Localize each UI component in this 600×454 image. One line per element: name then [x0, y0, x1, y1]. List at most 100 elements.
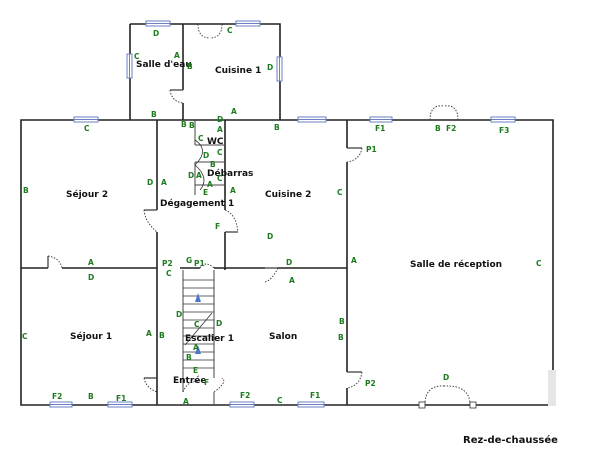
wall-label: P2	[365, 379, 376, 388]
wall-label: A	[230, 186, 236, 195]
wall-label: A	[289, 276, 295, 285]
wall-label: C	[227, 26, 233, 35]
wall-label: D	[88, 273, 94, 282]
doors	[47, 23, 471, 406]
walls	[20, 23, 554, 406]
room-salle-reception: Salle de réception	[410, 259, 502, 270]
wall-label: C	[84, 124, 90, 133]
door-sde	[169, 89, 184, 104]
room-cuisine2: Cuisine 2	[265, 190, 311, 200]
wall-label: D	[217, 115, 223, 124]
window-sde-left	[126, 53, 133, 79]
wall-label: C	[217, 148, 223, 157]
room-entree: Entrée	[173, 375, 207, 386]
wall-label: A	[207, 180, 213, 189]
wall-label: C	[198, 134, 204, 143]
window-cuisine1-top	[235, 20, 261, 27]
wall-label: D	[267, 63, 273, 72]
wall-label: A	[174, 51, 180, 60]
wall-label: B	[151, 110, 157, 119]
window-sde-top	[145, 20, 171, 27]
room-salon: Salon	[269, 332, 297, 342]
wall-label: D	[443, 373, 449, 382]
door-reception-f2	[429, 105, 459, 121]
wall-label: A	[231, 107, 237, 116]
wall-label: P1	[366, 145, 377, 154]
reception-markers	[418, 370, 556, 409]
window-sejour1-f2	[49, 401, 73, 408]
wall-label: F1	[375, 124, 385, 133]
wall-label: B	[435, 124, 441, 133]
wall-labels: D C A B B C D A B B D A C C D B D A C A …	[22, 26, 542, 406]
door-salon	[264, 267, 279, 283]
wall-label: F2	[446, 124, 456, 133]
window-sejour1-f1	[107, 401, 133, 408]
wall-label: C	[337, 188, 343, 197]
staircase	[183, 139, 214, 369]
window-salon-f2	[229, 401, 255, 408]
window-reception-f3	[490, 116, 516, 123]
wall-label: D	[216, 319, 222, 328]
wall-label: B	[189, 121, 195, 130]
wall-label: B	[23, 186, 29, 195]
room-sejour2: Séjour 2	[66, 189, 108, 200]
wall-label: C	[194, 320, 200, 329]
wall-label: A	[196, 171, 202, 180]
wall-label: A	[351, 256, 357, 265]
wall-label: F	[204, 378, 209, 387]
door-stair	[199, 263, 215, 269]
wall-label: D	[153, 29, 159, 38]
wall-label: F2	[52, 392, 62, 401]
wall-label: F	[215, 222, 220, 231]
wall-label: E	[193, 366, 198, 375]
wall-label: F3	[499, 126, 509, 135]
wall-label: A	[146, 329, 152, 338]
wall-label: D	[188, 171, 194, 180]
wall-label: C	[134, 52, 140, 61]
wall-label: A	[217, 125, 223, 134]
window-cuisine1-right	[276, 56, 283, 82]
room-salle-deau: Salle d'eau	[136, 60, 192, 70]
wall-label: B	[210, 160, 216, 169]
wall-label: B	[274, 123, 280, 132]
window-sejour2-top	[73, 116, 99, 123]
room-cuisine1: Cuisine 1	[215, 66, 261, 76]
wall-label: D	[203, 151, 209, 160]
door-sejour1	[143, 377, 158, 393]
wall-label: A	[183, 397, 189, 406]
room-wc: WC	[207, 137, 224, 147]
door-reception-p2	[346, 371, 363, 389]
wall-label: C	[22, 332, 28, 341]
wall-label: B	[338, 333, 344, 342]
wall-label: E	[203, 188, 208, 197]
door-cuisine1-top	[197, 23, 223, 39]
window-salon-f1	[297, 401, 325, 408]
room-labels: Salle d'eau Cuisine 1 WC Débarras Séjour…	[66, 60, 502, 386]
door-sejour2-sejour1	[47, 255, 63, 269]
wall-label: A	[193, 343, 199, 352]
door-cuisine2	[224, 209, 239, 233]
wall-label: P1	[194, 259, 205, 268]
room-escalier1: Escalier 1	[185, 334, 234, 344]
floor-title: Rez-de-chaussée	[463, 434, 558, 446]
wall-label: D	[147, 178, 153, 187]
stair-arrow-up-icon	[195, 345, 201, 354]
wall-label: D	[267, 232, 273, 241]
wall-label: D	[176, 310, 182, 319]
wall-label: C	[217, 174, 223, 183]
wall-label: B	[159, 331, 165, 340]
room-sejour1: Séjour 1	[70, 331, 112, 342]
wall-label: B	[181, 120, 187, 129]
door-entree	[182, 377, 225, 393]
wall-label: C	[277, 396, 283, 405]
wall-label: F2	[240, 391, 250, 400]
room-degagement1: Dégagement 1	[160, 198, 234, 209]
wall-label: C	[166, 269, 172, 278]
wall-label: B	[187, 62, 193, 71]
wall-label: B	[339, 317, 345, 326]
wall-label: B	[186, 353, 192, 362]
wall-label: F1	[310, 391, 320, 400]
stair-arrow-up-icon	[195, 293, 201, 302]
wall-label: D	[286, 258, 292, 267]
